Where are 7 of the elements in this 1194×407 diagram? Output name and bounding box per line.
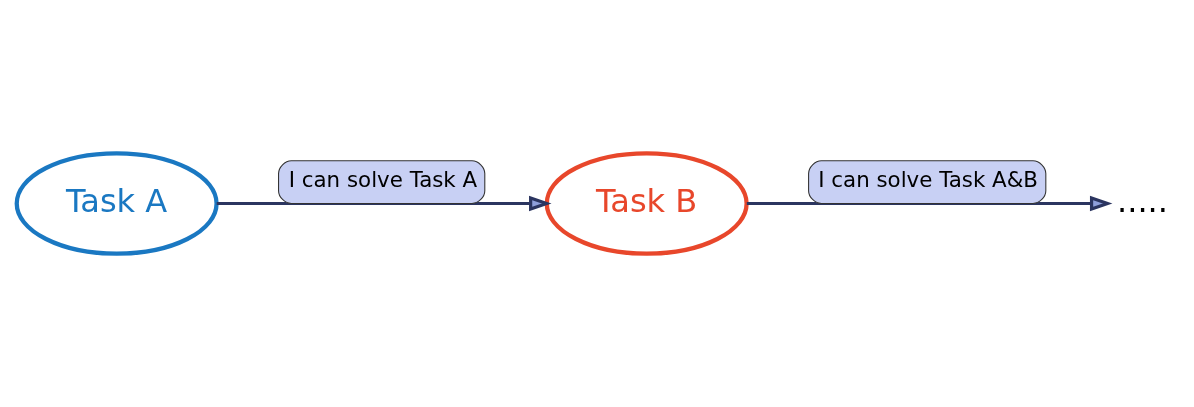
node-ellipse: Task B bbox=[544, 151, 749, 256]
edge-label: I can solve Task A&B bbox=[818, 167, 1038, 193]
node-text: ..... bbox=[1117, 181, 1168, 220]
node-ellipse: Task A bbox=[14, 151, 219, 256]
edge-label: I can solve Task A bbox=[288, 167, 478, 193]
arrow bbox=[216, 195, 552, 212]
arrow bbox=[746, 195, 1113, 212]
